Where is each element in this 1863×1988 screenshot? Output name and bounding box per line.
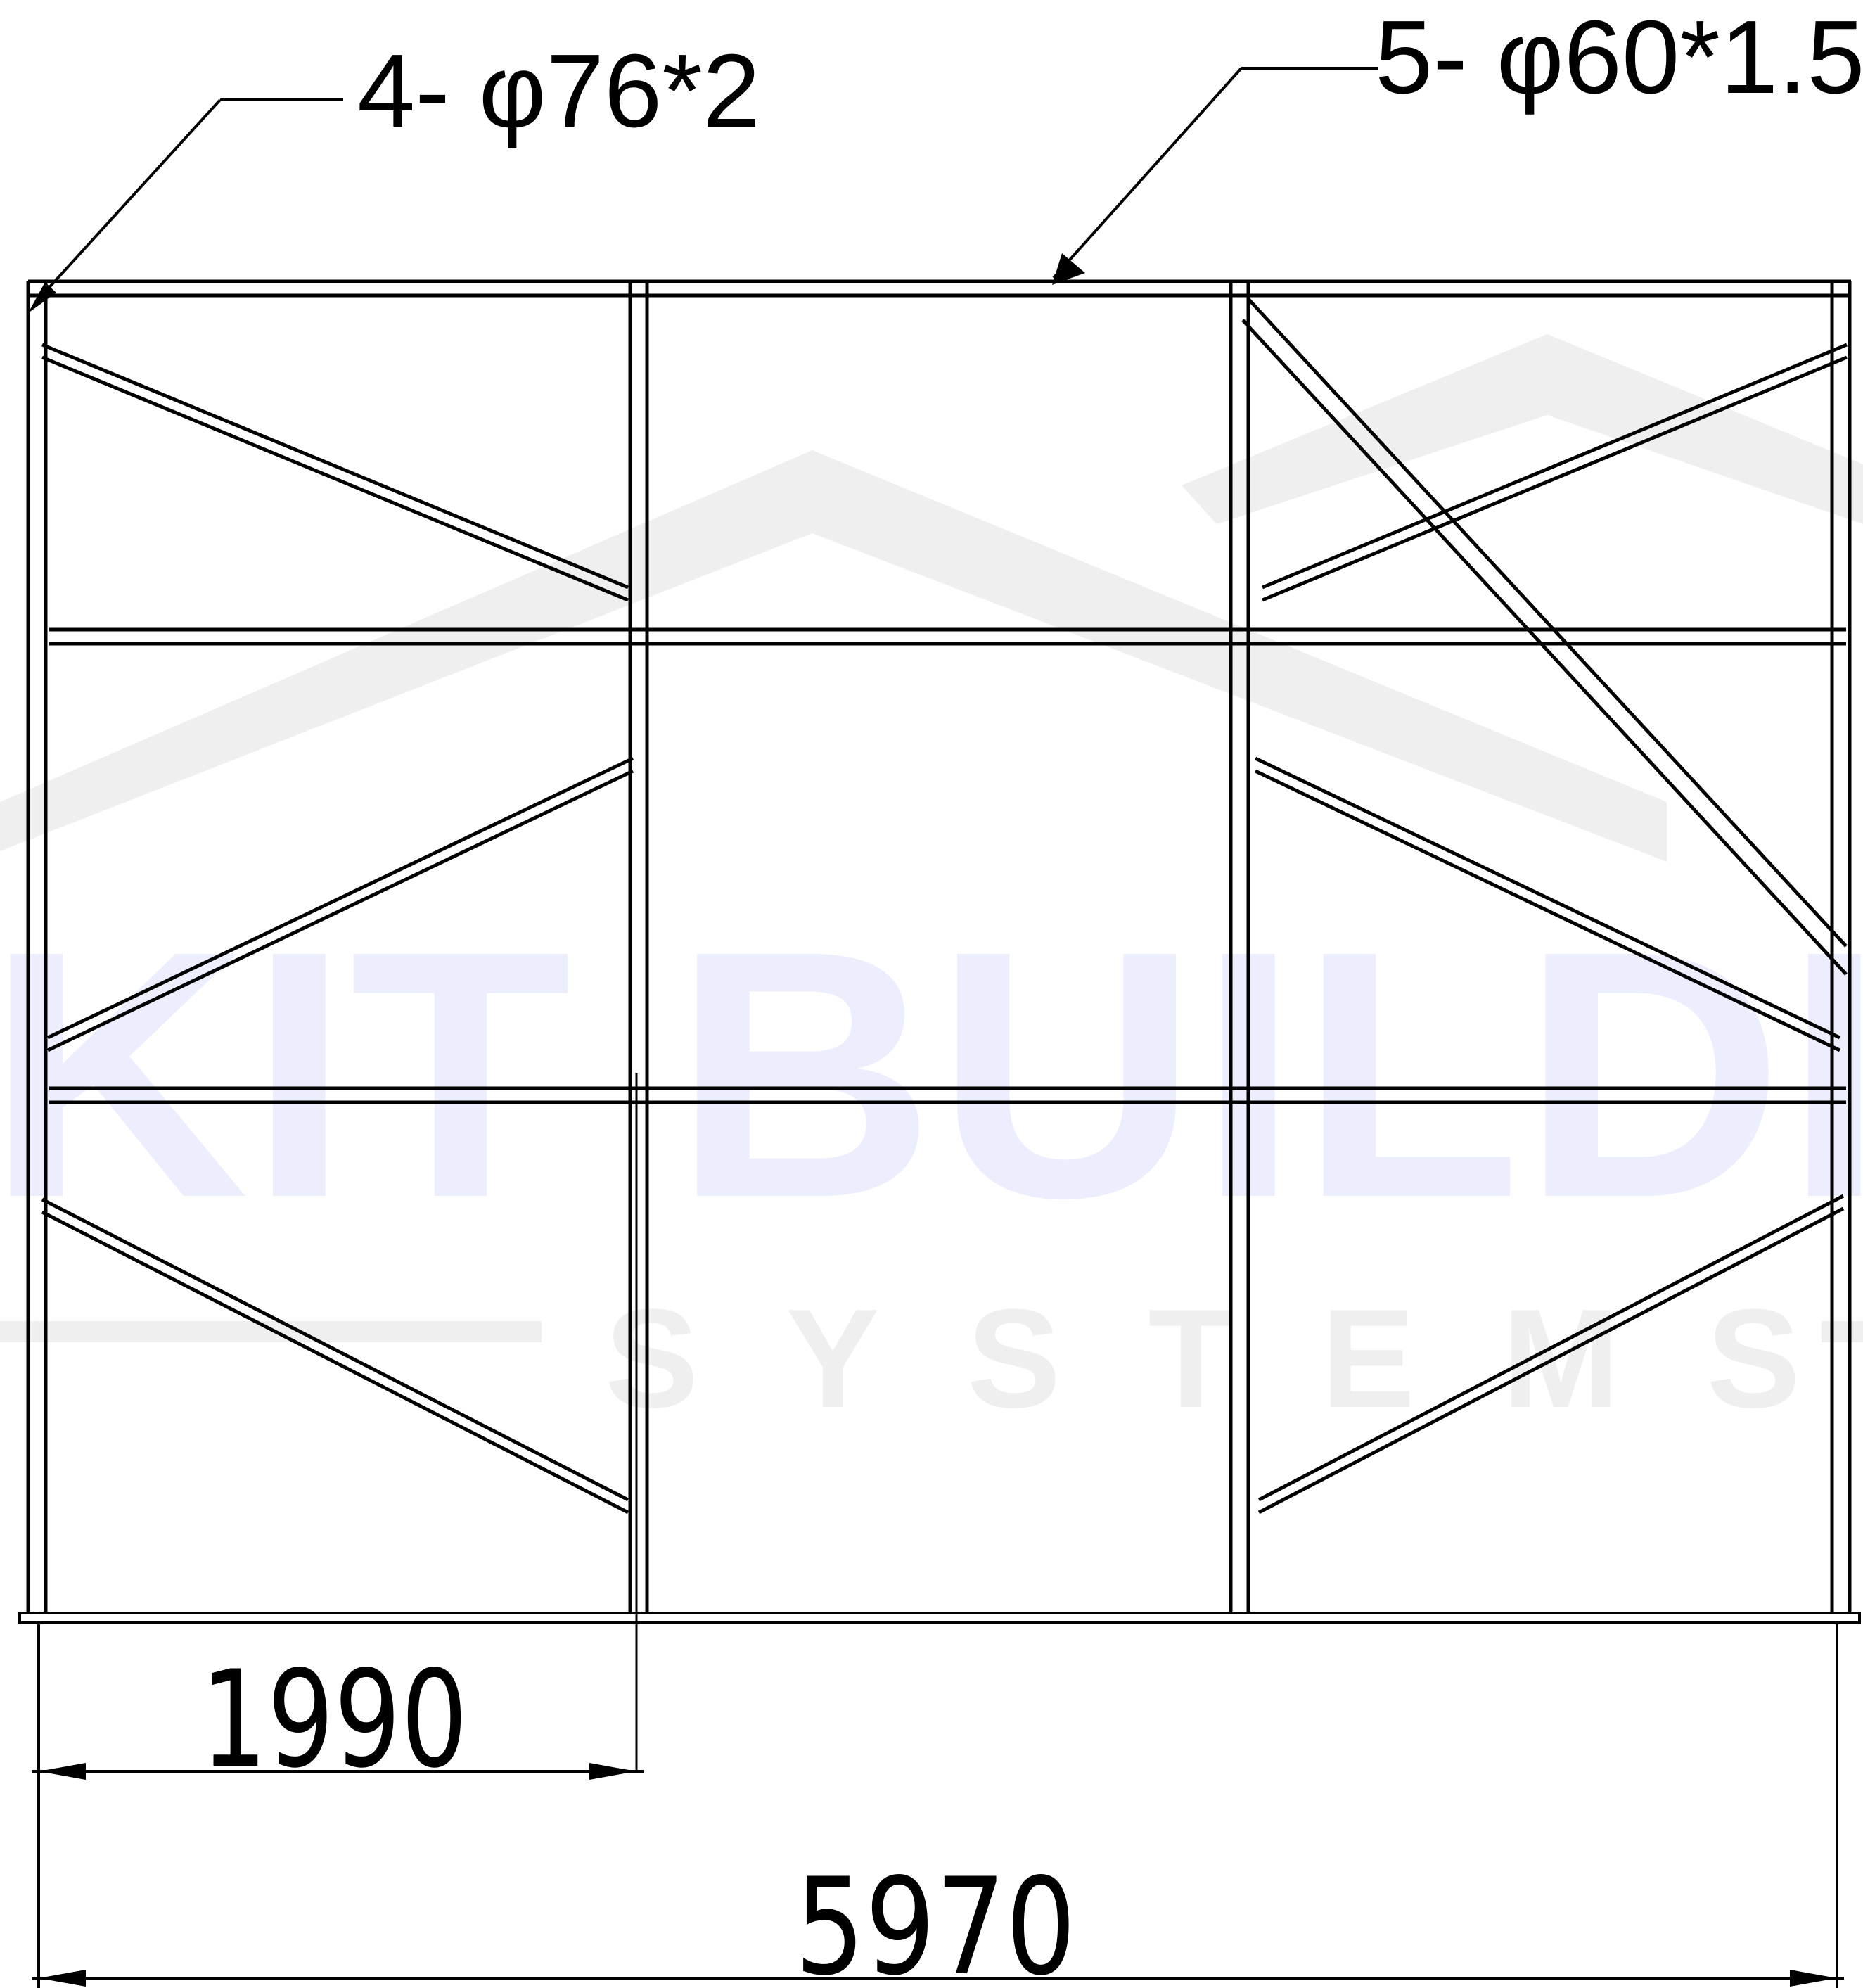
watermark-roof-left (0, 450, 1667, 862)
brace (41, 1197, 629, 1502)
brace (1262, 343, 1848, 590)
watermark-title: KIT BUILDI (0, 877, 1863, 1270)
callout-post-leader (37, 98, 222, 300)
watermark-subtitle: SYSTEMS (605, 1280, 1800, 1437)
dimension-lines (32, 1623, 1844, 1988)
callout-beam-arrow (1052, 253, 1085, 285)
brace (41, 343, 629, 590)
bay-arrow-right (589, 1763, 636, 1780)
watermark-rule-left (0, 1321, 542, 1342)
callout-beam-leader (1052, 67, 1243, 279)
callout-post (28, 98, 343, 313)
total-arrow-right (1790, 1970, 1837, 1987)
brace (1254, 769, 1841, 1052)
brace (1257, 1206, 1845, 1515)
bay-arrow-left (39, 1763, 86, 1780)
callout-post-label: 4- φ76*2 (357, 33, 760, 149)
brace (41, 355, 629, 602)
brace (41, 1210, 629, 1515)
brace (1262, 355, 1848, 602)
bay-dimension-value: 1990 (200, 1642, 468, 1797)
total-arrow-left (39, 1970, 86, 1987)
brace-long-diagonal (1247, 298, 1848, 948)
brace-long-diagonal (1241, 319, 1848, 976)
dimension-arrows (39, 1763, 1837, 1987)
watermark-rule-right (1822, 1321, 1863, 1342)
watermark-roof-right (1182, 334, 1863, 524)
callout-beam-label: 5- φ60*1.5 (1375, 0, 1863, 115)
callout-beam (1052, 67, 1378, 285)
callout-post-arrow (28, 282, 56, 313)
brace (46, 769, 634, 1052)
brace (1254, 756, 1841, 1040)
brace (46, 756, 634, 1040)
base-plate (18, 1612, 1861, 1624)
frame (18, 279, 1861, 1773)
watermark: KIT BUILDI SYSTEMS (0, 334, 1863, 1437)
total-dimension-value: 5970 (795, 1849, 1076, 1988)
brace (1257, 1194, 1845, 1502)
